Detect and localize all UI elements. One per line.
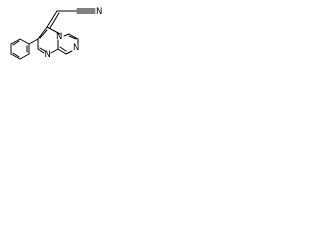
ring-bond	[65, 50, 73, 55]
phenyl-double-bond	[12, 52, 20, 58]
phenyl-bond	[10, 53, 21, 60]
exocyclic-double-bond	[46, 10, 58, 28]
atom-label-n-nitrile: N	[96, 7, 102, 17]
pyrazine-ring	[57, 33, 79, 55]
ring-bond	[57, 48, 67, 55]
pyrimidine-ring	[37, 26, 61, 54]
chemical-structure-diagram: N N N N	[10, 7, 102, 60]
phenyl-ring	[10, 38, 30, 60]
ring-bond	[68, 33, 79, 40]
ring-double-bond	[39, 47, 46, 52]
ring-bond	[50, 48, 59, 54]
atom-label-n-pyrimidine: N	[45, 50, 51, 60]
ring-bond	[63, 33, 70, 37]
ring-double-bond	[39, 29, 48, 39]
atom-label-n-pyrazine: N	[73, 43, 79, 53]
exocyclic-double-bond	[49, 12, 60, 29]
phenyl-double-bond	[12, 40, 20, 46]
phenyl-bond	[10, 38, 21, 45]
ring-double-bond	[68, 35, 77, 40]
ylidene-acetonitrile-group	[46, 8, 96, 29]
ring-bond	[37, 48, 45, 54]
ring-bond	[46, 26, 61, 35]
phenyl-bond	[19, 53, 30, 60]
phenyl-link-bond	[28, 38, 39, 45]
ring-double-bond	[59, 46, 67, 52]
ring-bond	[37, 26, 48, 40]
phenyl-bond	[19, 38, 30, 45]
atom-label-n-bridgehead: N	[56, 32, 62, 42]
